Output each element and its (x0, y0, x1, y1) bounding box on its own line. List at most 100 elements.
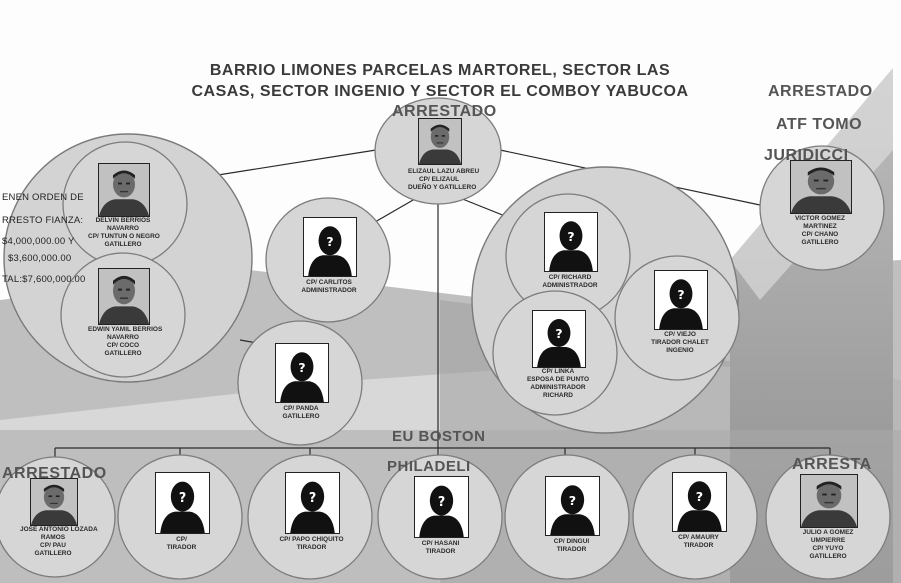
unknown-silhouette-icon: ? (275, 343, 329, 403)
caption-line: CP/ AMAURY (678, 534, 719, 541)
caption-line: VICTOR GOMEZ (794, 215, 846, 222)
caption-line: GATILLERO (34, 550, 72, 557)
unknown-silhouette-icon: ? (155, 472, 210, 534)
caption-line: UMPIERRE (810, 537, 846, 544)
title-line-1: BARRIO LIMONES PARCELAS MARTOREL, SECTOR… (209, 62, 671, 79)
unknown-silhouette-icon: ? (544, 212, 598, 272)
stamp-arrestado-center: ARRESTADO (392, 103, 497, 120)
page-title: BARRIO LIMONES PARCELAS MARTOREL, SECTOR… (160, 60, 720, 102)
caption-line: CP/ YUYO (812, 545, 844, 552)
svg-text:?: ? (438, 495, 445, 510)
caption-line: GATILLERO (104, 350, 142, 357)
caption-line: ADMINISTRADOR (530, 384, 586, 391)
caption-line: ESPOSA DE PUNTO (526, 376, 590, 383)
unknown-silhouette-icon: ? (414, 476, 469, 538)
stamp-arrestado-right-2: ATF TOMO (776, 116, 863, 133)
bail-note-line-3: $4,000,000.00 Y (2, 236, 75, 247)
caption-line: CP/ CHANO (801, 231, 839, 238)
caption-line: JULIO A GOMEZ (802, 529, 854, 536)
unknown-silhouette-icon: ? (532, 310, 586, 368)
stamp-philadelphia: PHILADELI (387, 458, 471, 475)
caption-line: ELIZAUL LAZU ABREU (408, 168, 480, 175)
person-caption: CP/TIRADOR (145, 536, 218, 552)
unknown-silhouette-icon: ? (545, 476, 600, 536)
caption-line: CP/ PANDA (283, 405, 319, 412)
caption-line: CP/ TUNTUN O NEGRO (88, 233, 160, 240)
caption-line: DUEÑO Y GATILLERO (408, 184, 477, 191)
caption-line: ADMINISTRADOR (542, 282, 598, 289)
unknown-silhouette-icon: ? (672, 472, 727, 532)
caption-line: CP/ ELIZAUL (418, 176, 460, 183)
svg-text:?: ? (179, 491, 186, 506)
caption-line: TIRADOR (296, 544, 327, 551)
person-photo (790, 160, 852, 214)
bail-note: ENEN ORDEN DE RRESTO FIANZA: $4,000,000.… (2, 192, 86, 285)
svg-text:?: ? (555, 327, 562, 341)
caption-line: GATILLERO (282, 413, 320, 420)
caption-line: CP/ CARLITOS (306, 279, 352, 286)
caption-line: ADMINISTRADOR (301, 287, 357, 294)
caption-line: CP/ PAU (40, 542, 66, 549)
caption-line: CP/ (176, 536, 187, 543)
caption-line: TIRADOR (683, 542, 714, 549)
caption-line: RAMOS (40, 534, 66, 541)
caption-line: EDWIN YAMIL BERRIOS (88, 326, 163, 333)
caption-line: RICHARD (543, 392, 573, 399)
unknown-silhouette-icon: ? (654, 270, 708, 330)
caption-line: CP/ DINGUI (553, 538, 590, 545)
svg-text:?: ? (298, 360, 305, 375)
caption-line: JOSE ANTONIO LOZADA (20, 526, 98, 533)
stamp-arrestado-bottom-left: ARRESTADO (2, 465, 107, 482)
caption-line: CP/ COCO (106, 342, 140, 349)
caption-line: TIRADOR (556, 546, 587, 553)
stamp-arrestado-right-1: ARRESTADO (768, 83, 873, 100)
svg-text:?: ? (309, 491, 316, 506)
stamp-arrestado-bottom-right: ARRESTA (792, 456, 872, 473)
person-photo (98, 163, 150, 217)
svg-text:?: ? (567, 229, 574, 244)
svg-text:?: ? (696, 489, 703, 504)
svg-text:?: ? (326, 234, 333, 249)
caption-line: CP/ LINKA (541, 368, 575, 375)
caption-line: NAVARRO (107, 225, 139, 232)
bail-note-line-4: $3,600,000.00 (8, 253, 72, 264)
caption-line: CP/ VIEJO (664, 331, 696, 338)
title-line-2: CASAS, SECTOR INGENIO Y SECTOR EL COMBOY… (191, 83, 689, 100)
svg-text:?: ? (569, 493, 576, 508)
caption-line: TIRADOR (425, 548, 456, 555)
bail-note-line-1: ENEN ORDEN DE (2, 192, 84, 203)
caption-line: GATILLERO (801, 239, 839, 246)
caption-line: CP/ RICHARD (548, 274, 592, 281)
unknown-silhouette-icon: ? (303, 217, 357, 277)
unknown-silhouette-icon: ? (285, 472, 340, 534)
caption-line: CP/ HASANI (421, 540, 460, 547)
person-photo (418, 118, 462, 165)
caption-line: MARTINEZ (803, 223, 837, 230)
caption-line: TIRADOR CHALET (651, 339, 709, 346)
caption-line: DELVIN BERRIOS (95, 217, 151, 224)
caption-line: CP/ PAPO CHIQUITO (279, 536, 344, 543)
caption-line: INGENIO (666, 347, 694, 354)
caption-line: NAVARRO (107, 334, 139, 341)
stamp-arrestado-right-3: JURIDICCI (764, 147, 849, 164)
bail-note-line-5: TAL:$7,600,000.00 (2, 274, 86, 285)
stamp-eu-boston: EU BOSTON (392, 428, 486, 445)
person-photo (30, 478, 78, 526)
bail-note-line-2: RRESTO FIANZA: (2, 215, 84, 226)
svg-text:?: ? (677, 287, 684, 302)
person-photo (800, 474, 858, 528)
caption-line: TIRADOR (166, 544, 197, 551)
caption-line: GATILLERO (809, 553, 847, 560)
